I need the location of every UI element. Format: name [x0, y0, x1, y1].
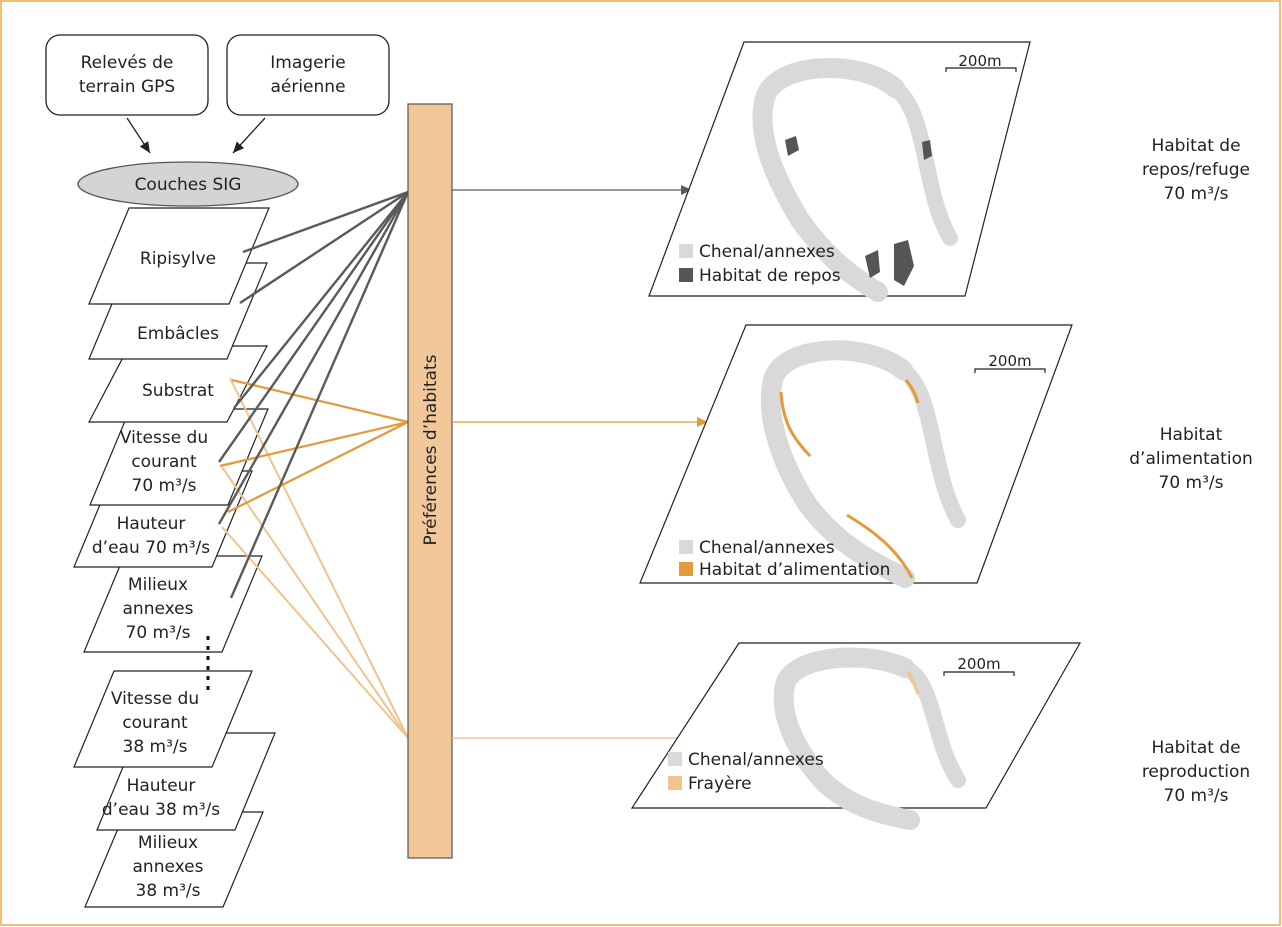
- map-feeding: 200m Chenal/annexes Habitat d’alimentati…: [639, 324, 1073, 588]
- map-feeding-legend-channel: Chenal/annexes: [699, 538, 835, 558]
- map-feeding-title: Habitat d’alimentation 70 m³/s: [1129, 425, 1253, 493]
- map-spawning-title: Habitat de reproduction 70 m³/s: [1142, 738, 1250, 806]
- legend-channel-swatch: [679, 244, 693, 258]
- map-rest-habitat-patch: [922, 140, 932, 160]
- map-rest-title-line2: repos/refuge: [1142, 160, 1250, 180]
- layer-substrat-label: Substrat: [142, 381, 214, 401]
- map-spawning-patch: [906, 671, 920, 695]
- map-rest-channel: [752, 57, 905, 302]
- layer-vitesse38-line1: Vitesse du: [111, 689, 199, 709]
- rest-links: [217, 190, 410, 599]
- layer-vitesse70-line1: Vitesse du: [120, 428, 208, 448]
- spawning-links: [221, 377, 409, 739]
- feeding-links: [219, 378, 409, 513]
- habitat-preferences-label: Préférences d’habitats: [421, 354, 441, 545]
- layer-milieux70-line3: 70 m³/s: [126, 623, 191, 643]
- map-spawning-scale-label: 200m: [957, 655, 1000, 673]
- layer-hauteur70-line2: d’eau 70 m³/s: [92, 538, 210, 558]
- source-aerial-line2: aérienne: [270, 77, 345, 97]
- habitat-preferences-bar: [407, 103, 453, 859]
- map-rest-scale-label: 200m: [958, 52, 1001, 70]
- map-spawning-title-line2: reproduction: [1142, 762, 1250, 782]
- source-aerial-line1: Imagerie: [270, 53, 345, 73]
- map-feeding-title-line2: d’alimentation: [1129, 449, 1253, 469]
- map-rest-habitat-patch: [865, 250, 880, 278]
- map-spawning: 200m Chenal/annexes Frayère: [630, 642, 1082, 830]
- map-feeding-channel-arm: [895, 362, 966, 528]
- layer-vitesse38-line2: courant: [122, 713, 188, 733]
- map-rest-legend-channel: Chenal/annexes: [699, 242, 835, 262]
- gis-layers-ellipse: [77, 161, 299, 207]
- gis-layers-label: Couches SIG: [135, 175, 242, 195]
- map-feeding-title-line3: 70 m³/s: [1159, 473, 1224, 493]
- map-rest-title: Habitat de repos/refuge 70 m³/s: [1142, 136, 1250, 204]
- map-feeding-scale-bar: [974, 368, 1046, 373]
- map-feeding-legend-habitat: Habitat d’alimentation: [699, 560, 890, 580]
- layer-milieux70-line2: annexes: [123, 599, 194, 619]
- map-rest-habitat-patch: [894, 240, 914, 286]
- map-rest-habitat-patch: [785, 136, 799, 156]
- source-gps-line2: terrain GPS: [79, 77, 175, 97]
- layer-vitesse38: [73, 670, 253, 768]
- map-spawning-scale-bar: [943, 671, 1015, 676]
- source-gps-line1: Relevés de: [81, 53, 174, 73]
- legend-spawning-swatch: [668, 776, 682, 790]
- layer-vitesse38-line3: 38 m³/s: [123, 737, 188, 757]
- map-rest-scale-bar: [945, 67, 1017, 72]
- map-spawning-legend-channel: Chenal/annexes: [688, 750, 824, 770]
- map-feeding-habitat-strip: [846, 513, 914, 579]
- layer-milieux70-line1: Milieux: [128, 575, 188, 595]
- map-feeding-channel: [760, 340, 915, 588]
- map-rest-frame: [648, 41, 1031, 297]
- map-feeding-title-line1: Habitat: [1160, 425, 1223, 445]
- layer-hauteur70-line1: Hauteur: [117, 514, 186, 534]
- layer-hauteur38-line1: Hauteur: [127, 776, 196, 796]
- map-spawning-frame: [630, 642, 1082, 809]
- source-aerial-box: Imagerie aérienne: [226, 34, 390, 116]
- map-spawning-title-line1: Habitat de: [1151, 738, 1240, 758]
- layer-milieux38-line1: Milieux: [138, 833, 198, 853]
- map-rest-title-line1: Habitat de: [1151, 136, 1240, 156]
- map-spawning-legend-habitat: Frayère: [688, 774, 752, 794]
- arrow-gps-to-gis: [126, 117, 151, 154]
- legend-rest-swatch: [679, 268, 693, 282]
- map-rest-legend-habitat: Habitat de repos: [699, 266, 841, 286]
- layer-milieux38-line2: annexes: [133, 857, 204, 877]
- map-feeding-scale-label: 200m: [988, 352, 1031, 370]
- map-rest-title-line3: 70 m³/s: [1164, 184, 1229, 204]
- map-spawning-title-line3: 70 m³/s: [1164, 786, 1229, 806]
- layer-ripisylve: [88, 207, 270, 305]
- source-gps-box: Relevés de terrain GPS: [45, 34, 209, 116]
- legend-channel-swatch: [679, 540, 693, 554]
- layer-ripisylve-label: Ripisylve: [140, 249, 216, 269]
- layer-embacles-label: Embâcles: [137, 324, 219, 344]
- map-rest: 200m Chenal/annexes Habitat de repos: [648, 41, 1031, 302]
- layer-milieux38-line3: 38 m³/s: [136, 881, 201, 901]
- legend-feeding-swatch: [679, 562, 693, 576]
- layer-hauteur38-line2: d’eau 38 m³/s: [102, 800, 220, 820]
- layer-vitesse70-line2: courant: [131, 452, 197, 472]
- arrow-aerial-to-gis: [232, 117, 266, 154]
- map-feeding-habitat-strip: [904, 379, 920, 404]
- map-feeding-habitat-strip: [779, 391, 812, 458]
- map-spawning-channel-arm: [897, 660, 966, 788]
- legend-channel-swatch: [668, 752, 682, 766]
- layer-vitesse70-line3: 70 m³/s: [132, 476, 197, 496]
- map-spawning-channel: [773, 647, 920, 830]
